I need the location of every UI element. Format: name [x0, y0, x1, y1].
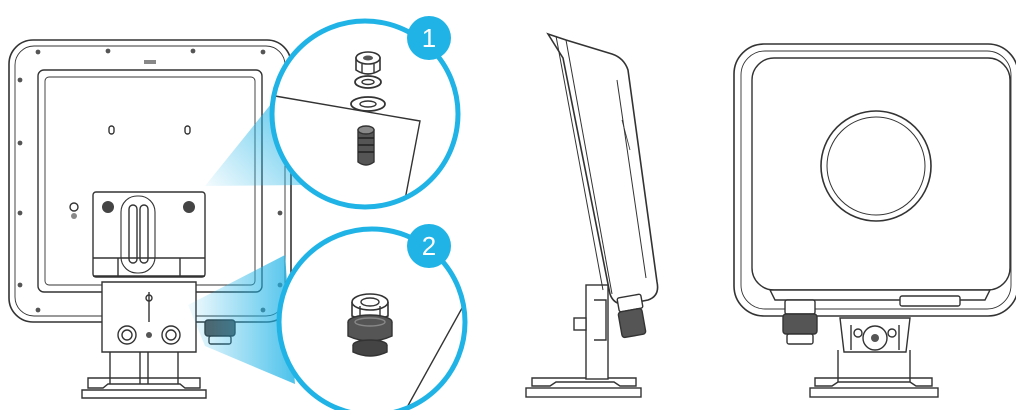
callout-2-cable-gland [347, 293, 393, 357]
front-cable-gland [782, 299, 818, 345]
rear-mounting-plate [92, 191, 206, 278]
front-view [733, 43, 1016, 398]
side-cable-gland [616, 293, 647, 339]
rear-base-foot [81, 352, 207, 399]
callout-1-number: 1 [422, 23, 436, 53]
side-view [525, 32, 659, 398]
callout-1-badge: 1 [407, 16, 451, 60]
callout-2-magnifier [276, 226, 468, 410]
side-enclosure [546, 32, 659, 306]
callout-1-magnifier [269, 18, 461, 210]
callout-2-badge: 2 [407, 224, 451, 268]
rear-view [8, 39, 292, 399]
callout-1-washer-stack [350, 51, 386, 112]
rear-bracket [101, 281, 197, 353]
front-bracket [839, 317, 911, 353]
callout-1-bolt [357, 125, 375, 166]
callout-2-beam [188, 255, 295, 384]
front-radome-circle [820, 110, 932, 222]
callout-2-number: 2 [422, 231, 436, 261]
